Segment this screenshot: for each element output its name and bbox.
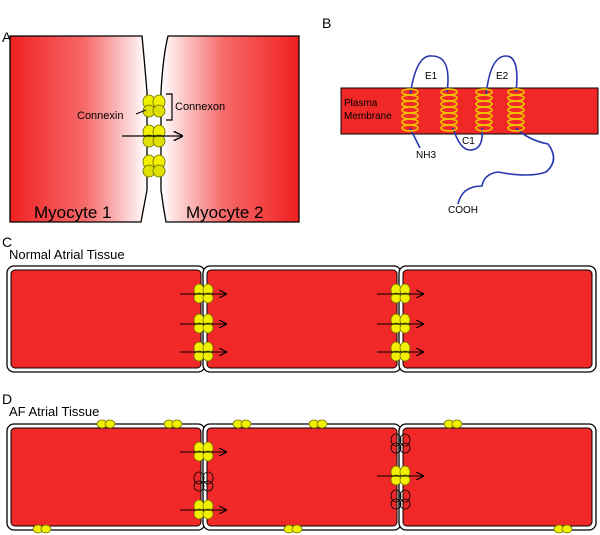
connexin-icon <box>443 419 463 429</box>
panel-a: A Connexin Connexon Myocyte 1 Myocyte 2 <box>2 29 300 223</box>
connexon-bracket <box>166 93 173 121</box>
cell-body <box>10 427 202 527</box>
myocyte-2-label: Myocyte 2 <box>186 203 263 222</box>
panel-a-letter: A <box>2 29 12 45</box>
panel-d: D AF Atrial Tissue <box>2 391 597 534</box>
connexin-icon-closed <box>390 433 411 454</box>
membrane-label-1: Plasma <box>344 98 378 109</box>
myocyte-1-cell <box>9 35 148 223</box>
cell-body <box>402 427 593 527</box>
connexin-icon <box>390 283 411 304</box>
connexin-label: Connexin <box>77 110 123 122</box>
myocyte-1-label: Myocyte 1 <box>34 203 111 222</box>
membrane-label-2: Membrane <box>344 111 392 122</box>
helix-icon <box>475 88 493 132</box>
connexin-icon <box>553 524 573 534</box>
connexin-icon <box>390 313 411 334</box>
connexin-icon <box>163 419 183 429</box>
connexin-icon <box>308 419 328 429</box>
connexin-icon <box>193 283 214 304</box>
cell-body <box>10 269 202 369</box>
c-terminus-label: COOH <box>448 205 478 216</box>
e2-label: E2 <box>496 71 509 82</box>
cell-body <box>402 269 593 369</box>
helix-icon <box>440 88 458 132</box>
panel-b: B Plasma Membrane E1 <box>322 15 599 216</box>
connexin-icon <box>193 341 214 362</box>
connexin-icon <box>142 94 166 118</box>
connexin-icon <box>283 524 303 534</box>
n-terminus-label: NH3 <box>416 150 436 161</box>
plasma-membrane <box>340 87 599 135</box>
panel-d-title: AF Atrial Tissue <box>9 404 99 419</box>
connexin-icon-closed <box>390 489 411 510</box>
connexin-icon-closed <box>193 471 214 492</box>
myocyte-2-cell <box>160 35 300 223</box>
connexin-icon <box>96 419 116 429</box>
panel-c: C Normal Atrial Tissue <box>2 234 597 373</box>
connexin-icon <box>390 465 411 486</box>
connexon-label: Connexon <box>175 101 225 113</box>
helix-icon <box>507 88 525 132</box>
connexin-icon <box>193 441 214 462</box>
panel-c-letter: C <box>2 234 12 250</box>
c1-label: C1 <box>462 136 475 147</box>
e1-label: E1 <box>425 71 438 82</box>
panel-c-title: Normal Atrial Tissue <box>9 247 125 262</box>
connexin-icon <box>193 499 214 520</box>
cell-body <box>206 427 398 527</box>
panel-d-letter: D <box>2 391 12 407</box>
connexin-icon <box>32 524 52 534</box>
protein-loop-line <box>409 55 555 205</box>
cell-body <box>206 269 398 369</box>
helix-icon <box>401 88 419 132</box>
connexin-icon <box>232 419 252 429</box>
connexin-icon <box>193 313 214 334</box>
connexin-pointer <box>135 109 147 115</box>
panel-b-letter: B <box>322 15 331 31</box>
connexin-icon <box>390 341 411 362</box>
connexin-icon <box>142 154 166 178</box>
